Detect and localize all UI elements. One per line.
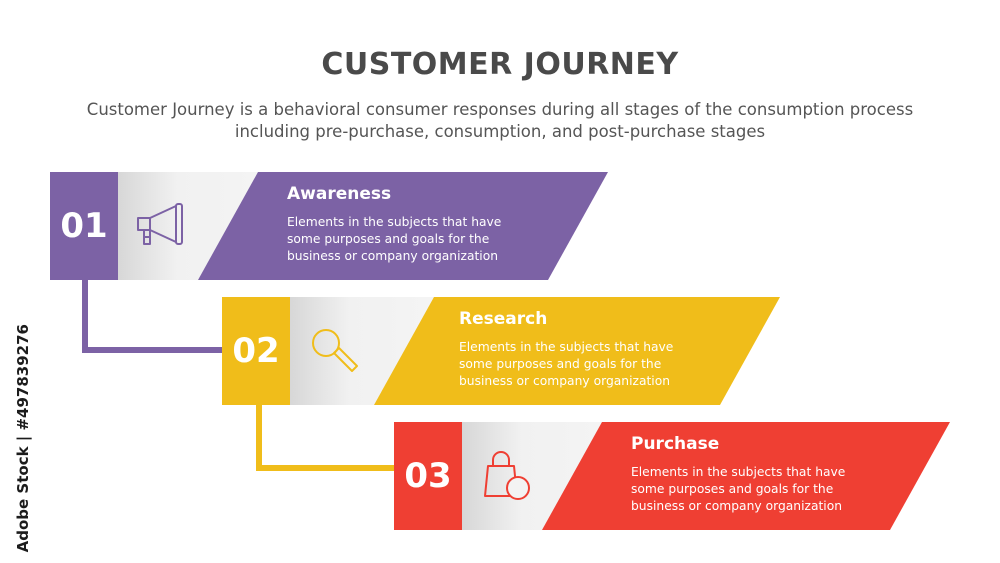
- subtitle-line-1: Customer Journey is a behavioral consume…: [86, 100, 914, 119]
- desc-line: business or company organization: [631, 499, 843, 513]
- step-description: Elements in the subjects that have some …: [459, 339, 699, 390]
- step-number-box: [50, 172, 118, 280]
- step-colored-band: [374, 297, 780, 405]
- connector-line: [82, 276, 222, 353]
- step-number: 01: [60, 206, 108, 246]
- step-heading: Awareness: [287, 184, 392, 204]
- step-description: Elements in the subjects that have some …: [631, 464, 871, 515]
- step-heading: Purchase: [631, 434, 720, 454]
- desc-line: some purposes and goals for the: [459, 357, 662, 371]
- stock-watermark: Adobe Stock | #497839276: [14, 324, 32, 553]
- desc-line: Elements in the subjects that have: [631, 465, 846, 479]
- page-title: CUSTOMER JOURNEY: [321, 47, 679, 82]
- step-number-box: [222, 297, 290, 405]
- step-number-box: [394, 422, 462, 530]
- step-number: 03: [404, 456, 452, 496]
- desc-line: Elements in the subjects that have: [459, 340, 674, 354]
- desc-line: some purposes and goals for the: [631, 482, 834, 496]
- connector-2-3: [256, 401, 395, 471]
- step-colored-band: [198, 172, 608, 280]
- page-subtitle: Customer Journey is a behavioral consume…: [20, 99, 980, 143]
- magnifier-icon: [312, 329, 358, 372]
- connector-1-2: [82, 276, 222, 353]
- megaphone-icon: [137, 203, 183, 245]
- desc-line: business or company organization: [287, 249, 499, 263]
- desc-line: some purposes and goals for the: [287, 232, 490, 246]
- step-purchase: 03 Purchase Elements in the subjects tha…: [394, 422, 950, 530]
- step-research: 02 Research Elements in the subjects tha…: [222, 297, 782, 405]
- connector-line: [256, 401, 395, 471]
- step-colored-band: [542, 422, 950, 530]
- step-awareness: 01 Awareness Elements in the subjects th…: [50, 172, 610, 280]
- step-heading: Research: [459, 309, 548, 329]
- step-number: 02: [232, 331, 280, 371]
- step-description: Elements in the subjects that have some …: [287, 214, 527, 265]
- desc-line: Elements in the subjects that have: [287, 215, 502, 229]
- desc-line: business or company organization: [459, 374, 671, 388]
- shopping-bag-icon: [484, 451, 530, 500]
- subtitle-line-2: including pre-purchase, consumption, and…: [234, 122, 766, 141]
